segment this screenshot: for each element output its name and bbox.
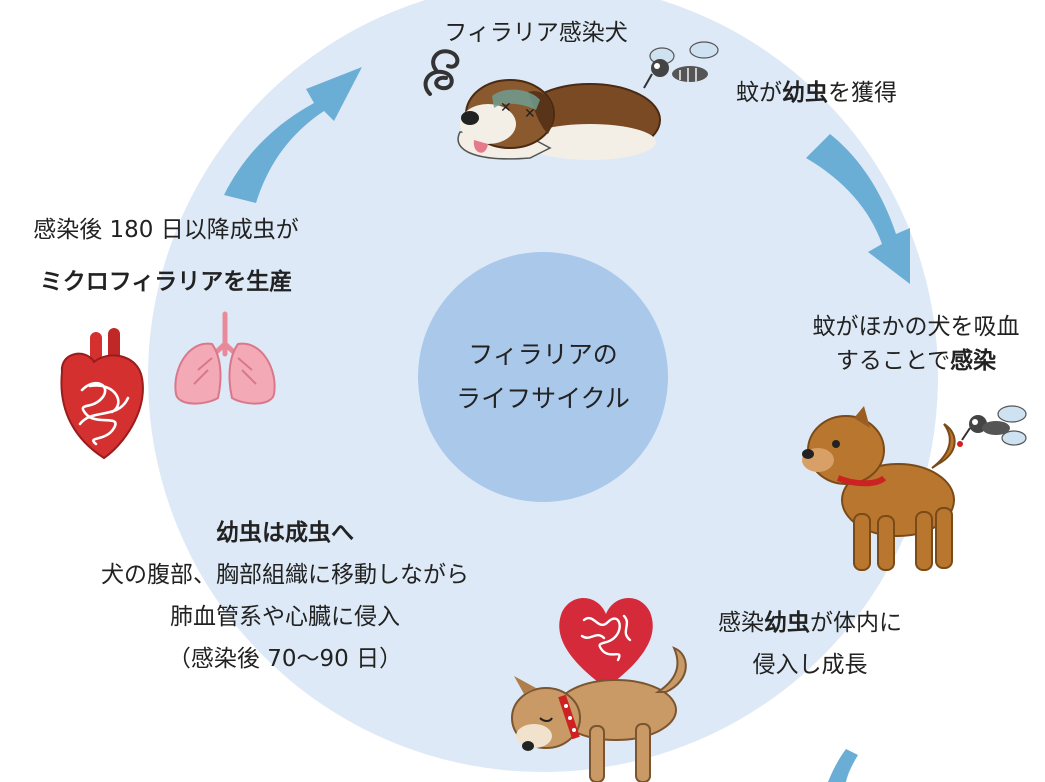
mosquito-icon	[643, 41, 719, 89]
lungs-icon	[174, 311, 276, 405]
arrow-icon	[806, 134, 910, 284]
larva-growth-suffix: が体内に	[810, 610, 902, 636]
arrow-icon	[224, 67, 362, 203]
mosquito-acquires-label: 蚊が幼虫を獲得	[736, 76, 897, 110]
larva-growth-line1: 感染幼虫が体内に	[690, 606, 930, 640]
adult-stage-text: 幼虫は成虫へ 犬の腹部、胸部組織に移動しながら 肺血管系や心臓に侵入 （感染後 …	[40, 512, 530, 680]
center-title-line2: ライフサイクル	[456, 384, 630, 413]
microfilaria-line2: ミクロフィラリアを生産	[39, 269, 293, 295]
bite-line2-bold: 感染	[950, 348, 997, 374]
arrow-icon	[828, 749, 858, 782]
dizzy-swirl-icon	[423, 49, 460, 96]
adult-stage-line1: 犬の腹部、胸部組織に移動しながら	[101, 562, 469, 588]
microfilaria-line1: 感染後 180 日以降成虫が	[33, 217, 299, 243]
bite-line1: 蚊がほかの犬を吸血	[812, 314, 1020, 340]
center-circle: フィラリアの ライフサイクル	[418, 252, 668, 502]
mosquito-acquires-suffix: を獲得	[828, 80, 897, 106]
dog-sick-icon: ✕ ✕	[457, 79, 661, 160]
svg-text:✕: ✕	[500, 100, 512, 116]
center-title-line1: フィラリアの	[468, 340, 618, 369]
adult-stage-line3: （感染後 70～90 日）	[167, 646, 403, 672]
heart-organ-icon	[60, 328, 144, 460]
infected-dog-label: フィラリア感染犬	[444, 20, 628, 46]
dog-brown-icon	[802, 406, 956, 571]
dog-shiba-icon	[511, 646, 687, 782]
mosquito-acquires-bold: 幼虫	[782, 80, 828, 106]
microfilaria-text: 感染後 180 日以降成虫が ミクロフィラリアを生産	[4, 204, 328, 308]
adult-stage-title: 幼虫は成虫へ	[216, 520, 354, 546]
heart-worm-icon	[559, 597, 653, 688]
larva-growth-bold: 幼虫	[764, 610, 810, 636]
adult-stage-line2: 肺血管系や心臓に侵入	[170, 604, 400, 630]
mosquito-icon	[957, 405, 1027, 447]
larva-growth-label: 感染幼虫が体内に 侵入し成長	[690, 606, 930, 682]
bite-label: 蚊がほかの犬を吸血 することで感染	[796, 310, 1036, 378]
svg-text:✕: ✕	[524, 106, 536, 122]
larva-growth-line2: 侵入し成長	[752, 652, 868, 678]
mosquito-acquires-prefix: 蚊が	[736, 80, 782, 106]
larva-growth-prefix: 感染	[718, 610, 764, 636]
bite-line2-prefix: することで	[835, 348, 951, 374]
bite-line2: することで感染	[796, 344, 1036, 378]
